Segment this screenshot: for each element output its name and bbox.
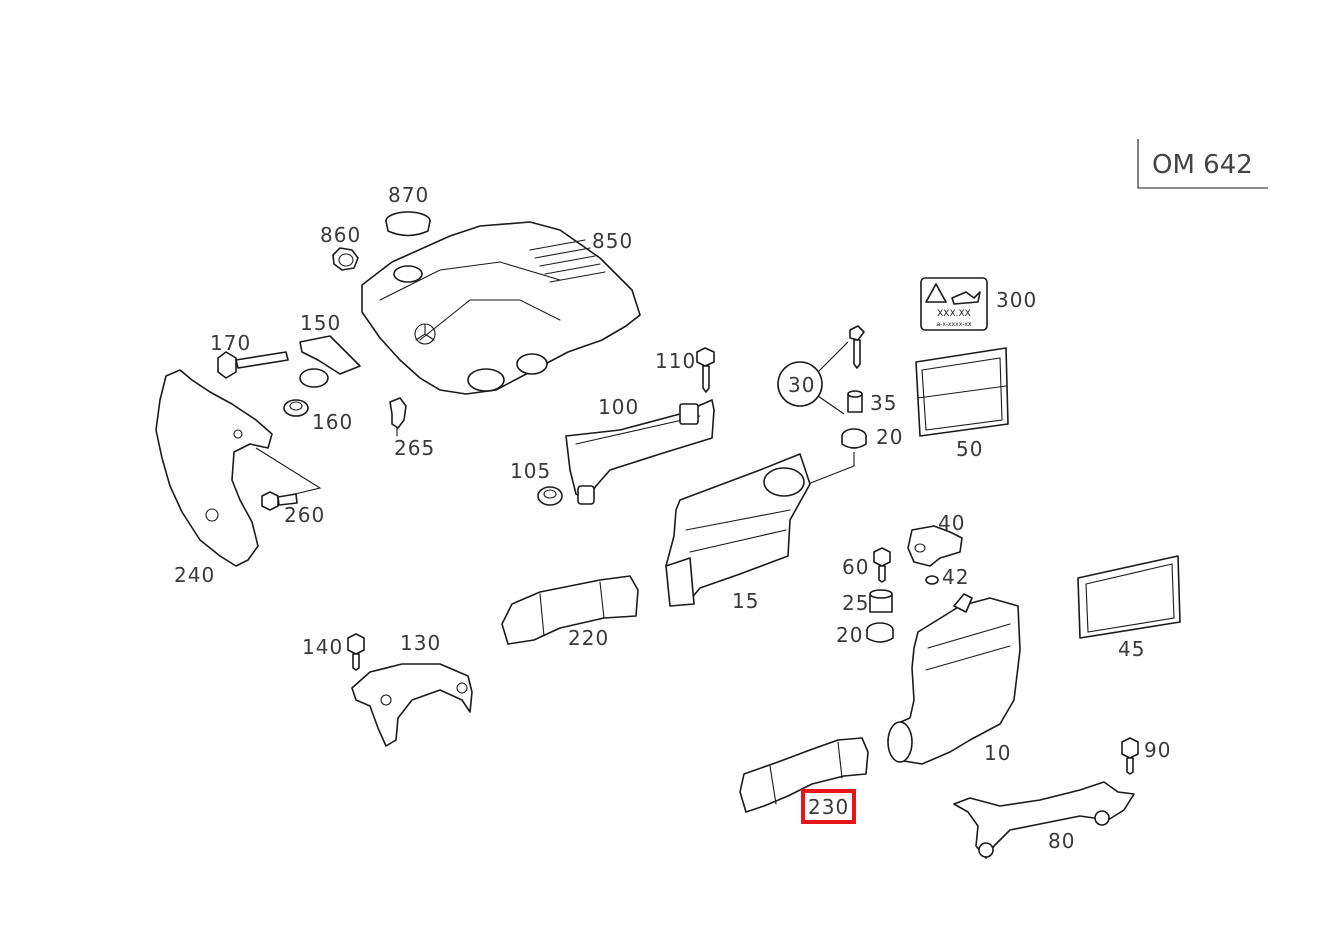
part-label-40[interactable]: 40 [938,511,965,535]
part-label-150[interactable]: 150 [300,311,341,335]
oil-can-icon [951,291,981,305]
part-label-50[interactable]: 50 [956,437,983,461]
warning-label-line1: XXX.XX [937,309,971,319]
filter-element-50-part [915,347,1009,437]
grommet-part [332,247,359,271]
engine-cover-part [361,221,641,395]
part-label-30[interactable]: 30 [788,373,815,397]
sensor-40-part [907,525,963,567]
bolt-170-part [217,351,289,379]
part-label-850[interactable]: 850 [592,229,633,253]
part-label-230[interactable]: 230 [808,795,849,819]
part-label-870[interactable]: 870 [388,183,429,207]
part-label-15[interactable]: 15 [732,589,759,613]
part-label-110[interactable]: 110 [655,349,696,373]
bolt-140-part [347,633,365,671]
part-label-265[interactable]: 265 [394,436,435,460]
part-label-35[interactable]: 35 [870,391,897,415]
part-label-90[interactable]: 90 [1144,738,1171,762]
part-label-20-lower[interactable]: 20 [836,623,863,647]
clip-265-part [389,397,407,437]
part-labels: 870 860 850 170 150 160 265 240 260 300 … [174,183,1171,853]
part-label-140[interactable]: 140 [302,635,343,659]
highlight-box [801,789,856,824]
part-label-25[interactable]: 25 [842,591,869,615]
engine-code-box: OM 642 [1137,139,1268,189]
bolt-60-part [873,547,891,583]
bolt-110-part [696,347,715,393]
part-label-80[interactable]: 80 [1048,829,1075,853]
part-label-300[interactable]: 300 [996,288,1037,312]
part-label-10[interactable]: 10 [984,741,1011,765]
bracket-150-part [299,335,361,388]
grommet-160-part [283,399,309,417]
warning-triangle-icon [925,283,947,303]
filter-panel-45-part [1077,555,1181,639]
warning-label-part: XXX.XX a-x-xxxx-xx [920,277,988,331]
part-label-130[interactable]: 130 [400,631,441,655]
bolt-90-part [1121,737,1139,775]
engine-code: OM 642 [1152,150,1253,180]
air-filter-housing-15-part [665,453,811,607]
grommet-20-top-part [807,428,867,485]
warning-label-line2: a-x-xxxx-xx [936,321,971,328]
duct-100-part [565,399,715,505]
intake-hose-220-part [501,575,639,645]
part-label-45[interactable]: 45 [1118,637,1145,661]
part-label-260[interactable]: 260 [284,503,325,527]
shield-130-part [351,663,473,747]
intake-hose-230-part [739,737,869,813]
bracket-80-part [953,781,1135,859]
screw-30-group [777,325,865,415]
part-label-105[interactable]: 105 [510,459,551,483]
air-filter-assembly-10-part [887,593,1021,765]
o-ring-42-part [925,575,939,585]
part-label-240[interactable]: 240 [174,563,215,587]
part-label-42[interactable]: 42 [942,565,969,589]
grommet-105-part [537,486,563,506]
part-label-100[interactable]: 100 [598,395,639,419]
part-label-160[interactable]: 160 [312,410,353,434]
part-label-20-top[interactable]: 20 [876,425,903,449]
bolt-260-part [261,491,298,511]
grommet-20-lower-part [866,622,894,643]
part-label-860[interactable]: 860 [320,223,361,247]
part-label-170[interactable]: 170 [210,331,251,355]
part-label-220[interactable]: 220 [568,626,609,650]
cap-part [385,211,431,237]
spacer-25-part [869,589,893,613]
part-label-60[interactable]: 60 [842,555,869,579]
